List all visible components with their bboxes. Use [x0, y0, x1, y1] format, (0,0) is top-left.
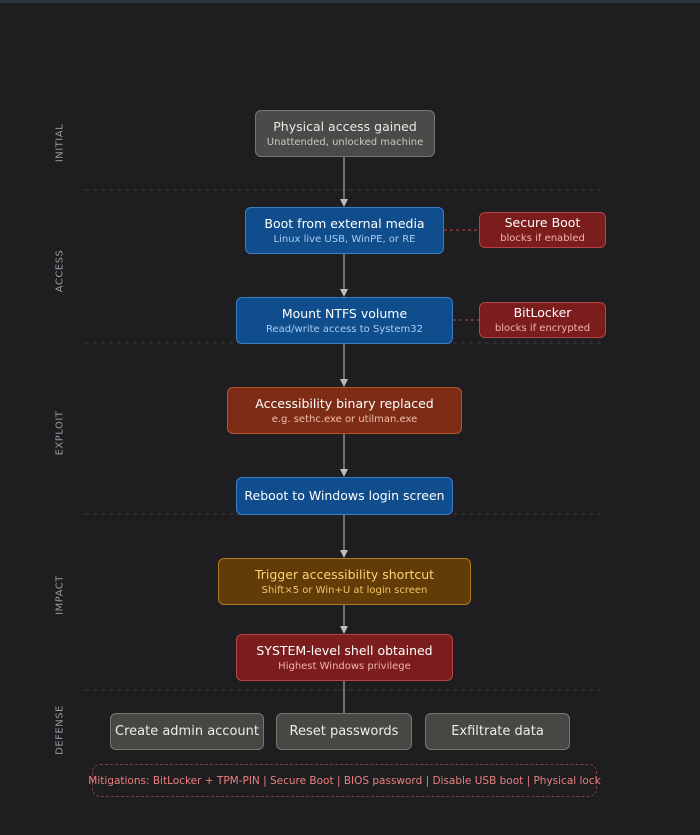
step-title: SYSTEM-level shell obtained: [256, 642, 433, 658]
step-reboot-login: Reboot to Windows login screen: [236, 477, 453, 515]
phase-label-exploit: EXPLOIT: [54, 410, 66, 456]
step-subtitle: Shift×5 or Win+U at login screen: [261, 584, 428, 596]
phase-label-impact: IMPACT: [54, 575, 66, 615]
step-subtitle: Unattended, unlocked machine: [266, 136, 424, 148]
outcome-label: Exfiltrate data: [451, 723, 544, 739]
outcome-create-admin: Create admin account: [110, 713, 264, 750]
phase-label-initial: INITIAL: [54, 123, 66, 163]
step-title: Trigger accessibility shortcut: [254, 566, 435, 582]
outcome-label: Reset passwords: [289, 723, 399, 739]
step-subtitle: Linux live USB, WinPE, or RE: [273, 233, 416, 245]
defense-title: Secure Boot: [504, 215, 581, 230]
step-system-shell: SYSTEM-level shell obtained Highest Wind…: [236, 634, 453, 681]
step-physical-access: Physical access gained Unattended, unloc…: [255, 110, 435, 157]
step-title: Physical access gained: [273, 118, 417, 134]
step-boot-external-media: Boot from external media Linux live USB,…: [245, 207, 444, 254]
defense-subtitle: blocks if encrypted: [494, 323, 591, 334]
mitigations-text: Mitigations: BitLocker + TPM-PIN | Secur…: [88, 774, 601, 787]
defense-title: BitLocker: [513, 305, 572, 320]
defense-bitlocker: BitLocker blocks if encrypted: [479, 302, 606, 338]
outcome-reset-passwords: Reset passwords: [276, 713, 412, 750]
top-border: [0, 0, 700, 3]
step-binary-replaced: Accessibility binary replaced e.g. sethc…: [227, 387, 462, 434]
step-title: Reboot to Windows login screen: [244, 488, 445, 503]
step-title: Mount NTFS volume: [281, 305, 408, 321]
defense-secure-boot: Secure Boot blocks if enabled: [479, 212, 606, 248]
step-subtitle: Highest Windows privilege: [278, 660, 411, 672]
phase-label-defense: DEFENSE: [54, 705, 66, 755]
step-subtitle: e.g. sethc.exe or utilman.exe: [271, 413, 418, 425]
step-title: Boot from external media: [264, 215, 425, 231]
step-trigger-shortcut: Trigger accessibility shortcut Shift×5 o…: [218, 558, 471, 605]
outcome-exfiltrate-data: Exfiltrate data: [425, 713, 570, 750]
step-title: Accessibility binary replaced: [255, 395, 434, 411]
phase-label-access: ACCESS: [54, 249, 66, 293]
step-mount-ntfs: Mount NTFS volume Read/write access to S…: [236, 297, 453, 344]
mitigations-box: Mitigations: BitLocker + TPM-PIN | Secur…: [88, 764, 601, 797]
defense-subtitle: blocks if enabled: [500, 233, 585, 244]
step-subtitle: Read/write access to System32: [266, 323, 423, 335]
outcome-label: Create admin account: [115, 723, 259, 739]
